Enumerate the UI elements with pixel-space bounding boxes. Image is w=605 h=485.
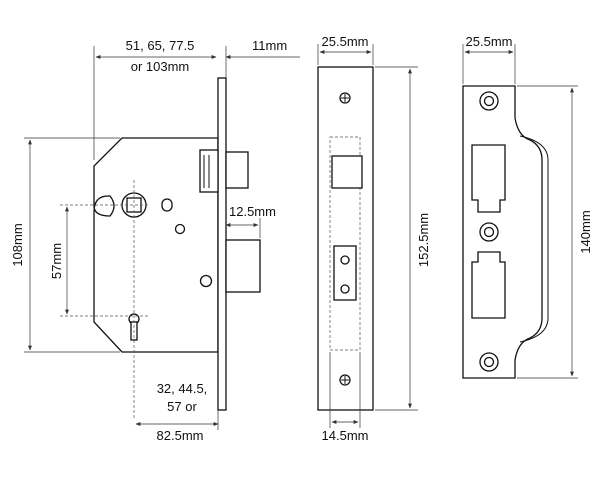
dim-case-2: 57 or bbox=[167, 399, 197, 414]
screw-icon bbox=[339, 374, 351, 386]
bolt-hole bbox=[340, 284, 350, 294]
forend-plate bbox=[317, 66, 374, 411]
latch-opening bbox=[331, 155, 363, 189]
screw-icon bbox=[339, 92, 351, 104]
dim-forend-thickness: 11mm bbox=[252, 38, 287, 53]
strike-plate bbox=[462, 85, 543, 379]
case-outline-hidden bbox=[329, 136, 361, 351]
screw-hole-icon bbox=[479, 222, 499, 242]
dim-backset-label: 51, 65, 77.5 bbox=[126, 38, 195, 53]
fixing-hole bbox=[174, 223, 186, 235]
dim-height: 108mm bbox=[10, 223, 25, 266]
slot-hole bbox=[161, 198, 173, 212]
dim-case-1: 32, 44.5, bbox=[157, 381, 208, 396]
strike-latch-opening bbox=[471, 144, 506, 213]
dim-backset-label-2: or 103mm bbox=[131, 59, 190, 74]
forend-view: 25.5mm 152.5mm 14.5mm bbox=[317, 34, 431, 443]
lock-forend-plate bbox=[217, 77, 227, 411]
strike-bolt-opening bbox=[471, 251, 506, 319]
lock-case bbox=[93, 137, 219, 353]
strike-width: 25.5mm bbox=[466, 34, 513, 49]
lock-body-view: 51, 65, 77.5 or 103mm 11mm 108mm 57mm 12… bbox=[10, 38, 300, 443]
fixing-hole bbox=[199, 274, 213, 288]
dim-centres: 57mm bbox=[49, 243, 64, 279]
strike-plate-view: 25.5mm 140mm bbox=[462, 34, 593, 379]
forend-length: 152.5mm bbox=[416, 213, 431, 267]
forend-width: 25.5mm bbox=[322, 34, 369, 49]
screw-hole-icon bbox=[479, 91, 499, 111]
dead-bolt bbox=[225, 239, 261, 293]
strike-length: 140mm bbox=[578, 210, 593, 253]
dim-case-3: 82.5mm bbox=[157, 428, 204, 443]
forend-depth: 14.5mm bbox=[322, 428, 369, 443]
screw-hole-icon bbox=[479, 352, 499, 372]
latch-bolt bbox=[225, 151, 249, 189]
deadbolt-face bbox=[333, 245, 357, 301]
dim-bolt-throw: 12.5mm bbox=[229, 204, 276, 219]
bolt-hole bbox=[340, 255, 350, 265]
